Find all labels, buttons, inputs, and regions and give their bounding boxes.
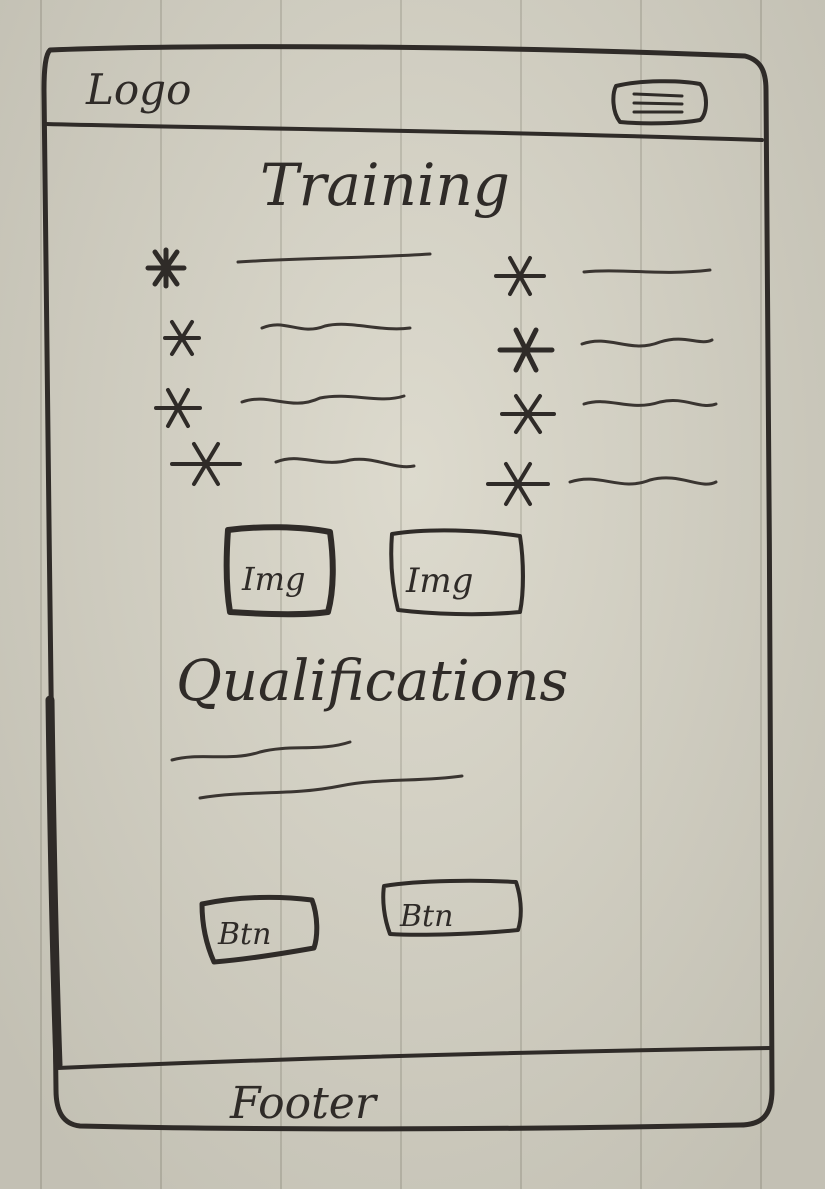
placeholder-text-line	[198, 774, 464, 800]
asterisk-bullet-icon	[486, 462, 550, 506]
page-frame	[41, 44, 775, 1132]
placeholder-text-line	[274, 457, 416, 469]
list-item	[494, 256, 712, 296]
qualifications-title: Qualifications	[176, 649, 568, 714]
image-label: Img	[405, 561, 473, 601]
image-label: Img	[241, 560, 305, 598]
placeholder-text-line	[582, 268, 712, 274]
button-1[interactable]: Btn	[199, 894, 320, 965]
asterisk-bullet-icon	[170, 442, 242, 486]
button-label: Btn	[399, 899, 453, 934]
asterisk-bullet-icon	[494, 256, 546, 296]
image-placeholder-2: Img	[389, 528, 525, 617]
image-placeholder-1: Img	[223, 524, 336, 618]
list-item	[500, 394, 718, 434]
footer: Footer	[56, 1046, 772, 1129]
list-item	[497, 327, 714, 373]
asterisk-bullet-icon	[500, 394, 556, 434]
button-label: Btn	[217, 917, 271, 952]
placeholder-text-line	[260, 322, 412, 331]
list-item	[163, 320, 412, 356]
training-list	[145, 247, 718, 506]
list-item	[170, 442, 416, 486]
placeholder-text-line	[236, 252, 432, 264]
asterisk-bullet-icon	[154, 388, 202, 428]
list-item	[145, 247, 432, 289]
placeholder-text-line	[568, 476, 718, 486]
placeholder-text-line	[240, 394, 406, 405]
placeholder-text-line	[170, 740, 352, 762]
hamburger-menu-icon[interactable]	[611, 79, 708, 126]
logo[interactable]: Logo	[85, 65, 191, 114]
list-item	[154, 388, 406, 428]
frame-shadow-edge	[45, 695, 63, 1070]
header-bar: Logo	[44, 65, 764, 142]
button-2[interactable]: Btn	[381, 878, 523, 937]
footer-divider	[56, 1046, 772, 1070]
qualifications-text	[170, 740, 464, 800]
asterisk-bullet-icon	[163, 320, 201, 356]
placeholder-text-line	[582, 399, 718, 407]
asterisk-bullet-icon	[497, 327, 555, 373]
footer-text: Footer	[229, 1078, 379, 1129]
placeholder-text-line	[580, 337, 714, 348]
list-item	[486, 462, 718, 506]
training-title: Training	[260, 151, 510, 219]
header-divider	[44, 122, 764, 142]
asterisk-bullet-icon	[145, 247, 187, 289]
